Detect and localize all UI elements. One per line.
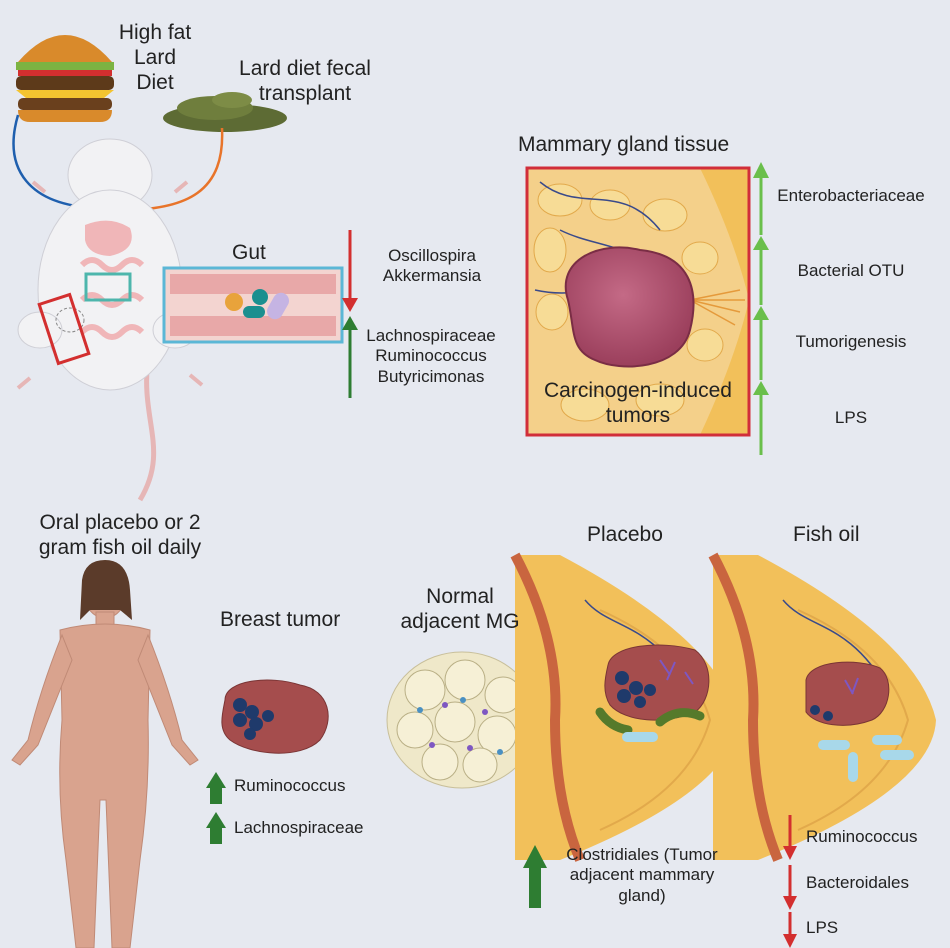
breast-tumor-icon [221,679,329,754]
fecal-pile-icon [163,92,287,132]
fish-oil-down-arrows [783,815,797,948]
fish-oil-breast-icon [708,552,936,862]
gut-title: Gut [232,241,266,264]
breast-tumor-label: Breast tumor [220,608,341,631]
placebo-up-arrow [523,845,547,908]
normal-adjacent-mg-icon [386,651,538,789]
tumor-up-item-2: Lachnospiraceae [234,818,364,837]
tumor-up-arrows [206,772,226,844]
tumor-up-item-1: Ruminococcus [234,776,346,795]
fish-down-item-3: LPS [806,918,839,937]
mammary-tissue-box [525,166,751,437]
placebo-breast-icon [510,552,738,862]
gut-up-arrow [342,316,358,398]
gut-box [162,266,344,344]
fish-down-item-1: Ruminococcus [806,827,918,846]
gut-down-arrow [342,230,358,312]
mammary-title: Mammary gland tissue [518,133,730,156]
mammary-up-item-1: Enterobacteriaceae [777,186,925,205]
hamburger-icon [16,35,114,122]
mammary-up-item-2: Bacterial OTU [797,261,905,280]
mammary-up-item-4: LPS [834,408,868,427]
woman-figure [11,560,199,948]
mammary-up-item-3: Tumorigenesis [795,332,907,351]
fish-oil-label: Fish oil [793,523,860,546]
fish-down-item-2: Bacteroidales [806,873,910,892]
placebo-label: Placebo [587,523,663,546]
mammary-up-arrows [753,162,769,455]
